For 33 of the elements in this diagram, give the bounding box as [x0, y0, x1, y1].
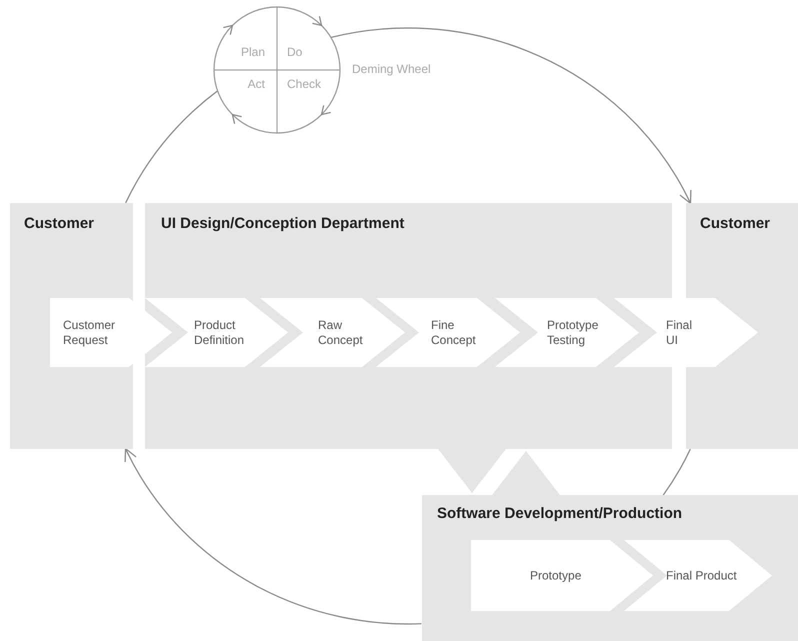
step-label: Fine Concept: [431, 318, 477, 348]
phase-label: Do: [287, 45, 302, 59]
node-caption: Deming Wheel: [352, 62, 431, 76]
cycle-line: [662, 448, 691, 496]
lane-title: Customer: [700, 215, 770, 232]
chevron-step: [495, 298, 639, 367]
step-label: Prototype: [530, 568, 582, 583]
cycle-arrow: [330, 28, 692, 204]
step-label: Product Definition: [194, 318, 246, 348]
chevron-step: [614, 298, 758, 367]
cycle-line: [125, 90, 218, 204]
phase-label: Act: [248, 77, 265, 91]
step-label: Customer Request: [63, 318, 116, 348]
phase-label: Plan: [240, 45, 265, 59]
lane-title: Software Development/Production: [437, 505, 682, 522]
lane-title: Customer: [24, 215, 94, 232]
flow-arrow: [492, 450, 560, 496]
chevron-step: [624, 540, 772, 611]
swimlane-band: [422, 495, 798, 641]
phase-label: Check: [287, 77, 322, 91]
chevron-step: [145, 298, 288, 367]
step-label: Raw Concept: [318, 318, 364, 348]
step-label: Final Product: [666, 568, 738, 583]
cycle-arrow: [124, 448, 422, 624]
step-label: Final UI: [666, 318, 694, 348]
lane-title: UI Design/Conception Department: [161, 215, 404, 232]
chevron-step: [376, 298, 520, 367]
cycle-wheel: [213, 5, 343, 135]
chevron-step: [260, 298, 405, 367]
step-label: Prototype Testing: [547, 318, 600, 348]
flow-arrow: [438, 448, 506, 494]
chevron-step: [50, 298, 172, 367]
chevron-step: [471, 540, 653, 611]
